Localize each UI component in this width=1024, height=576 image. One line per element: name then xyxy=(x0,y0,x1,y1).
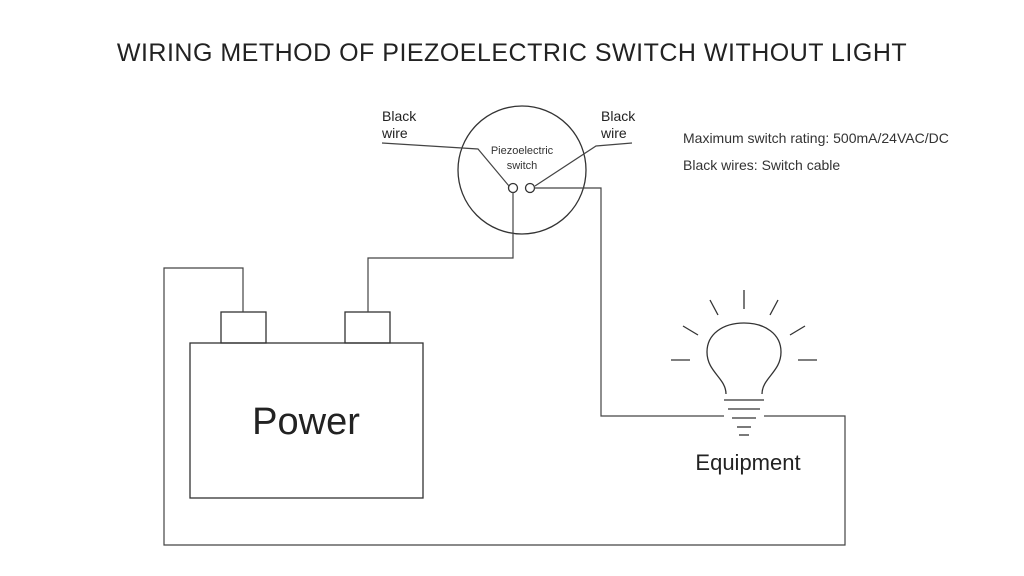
switch-label-line1: Piezoelectric xyxy=(491,145,554,157)
wire-label-right: Black wire xyxy=(534,108,636,187)
power-supply: Power xyxy=(189,311,424,499)
wire-power-left-loop xyxy=(163,267,846,546)
power-terminal-right xyxy=(344,311,391,344)
note-wires: Black wires: Switch cable xyxy=(683,157,840,173)
light-ray-2 xyxy=(709,299,719,316)
power-label: Power xyxy=(252,401,360,443)
power-terminal-left xyxy=(220,311,267,344)
switch-body xyxy=(457,105,587,235)
equipment: Equipment xyxy=(671,290,817,475)
bulb-glass xyxy=(706,322,782,395)
light-ray-3 xyxy=(769,299,779,316)
wire-label-left-leader xyxy=(381,142,510,187)
wire-label-left: Black wire xyxy=(381,108,510,187)
wire-switch-to-equipment xyxy=(534,187,724,417)
wire-label-right-line1: Black xyxy=(601,108,636,124)
note-rating: Maximum switch rating: 500mA/24VAC/DC xyxy=(683,130,949,146)
wire-label-right-line2: wire xyxy=(600,125,627,141)
light-ray-5 xyxy=(789,325,806,336)
switch-label-line2: switch xyxy=(507,160,538,172)
switch-terminal-right xyxy=(524,182,536,194)
wire-label-right-leader xyxy=(534,142,633,187)
lightbulb-icon xyxy=(671,290,817,436)
wire-power-right-to-switch xyxy=(367,192,514,312)
switch-terminal-left xyxy=(507,182,519,194)
wiring xyxy=(163,187,846,546)
power-body xyxy=(189,342,424,499)
diagram-title: WIRING METHOD OF PIEZOELECTRIC SWITCH WI… xyxy=(117,39,907,67)
light-ray-4 xyxy=(682,325,699,336)
equipment-label: Equipment xyxy=(695,450,800,475)
wire-label-left-line2: wire xyxy=(381,125,408,141)
piezoelectric-switch: Piezoelectric switch xyxy=(457,105,587,235)
wire-label-left-line1: Black xyxy=(382,108,417,124)
